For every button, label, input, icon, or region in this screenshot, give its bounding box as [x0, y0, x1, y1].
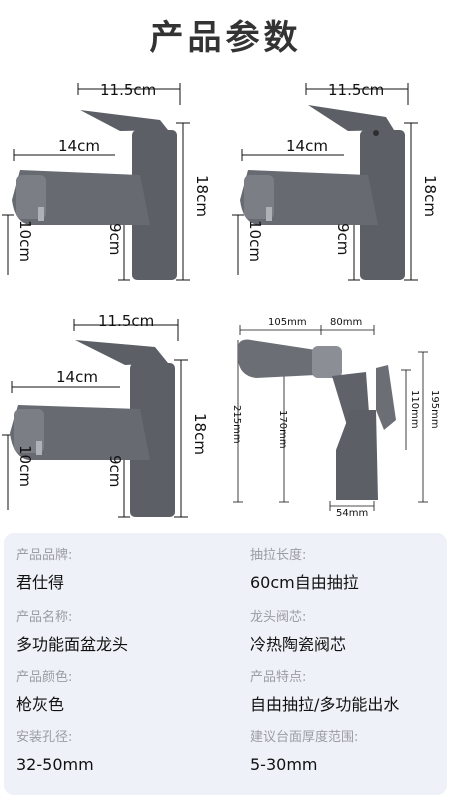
- dim-left-2: 10cm: [246, 220, 264, 262]
- faucet-drawing-1: [2, 83, 190, 281]
- faucet-diagram-1: 11.5cm 14cm 18cm 10cm 9cm: [0, 75, 225, 290]
- spec-label: 建议台面厚度范围:: [250, 730, 359, 745]
- faucet-diagram-3: 11.5cm 14cm 18cm 10cm 9cm: [0, 305, 225, 525]
- dim-height-3: 18cm: [191, 413, 209, 455]
- spec-counter-thickness: 建议台面厚度范围: 5-30mm: [250, 729, 451, 775]
- dim-body-3: 9cm: [106, 455, 124, 488]
- dim-spout-2: 14cm: [286, 137, 328, 155]
- dim-spout-1: 14cm: [58, 137, 100, 155]
- dim-neck-4: 80mm: [330, 317, 363, 328]
- dim-handle-height-4: 110mm: [409, 390, 420, 429]
- dim-left-3: 10cm: [16, 445, 34, 487]
- spec-value: 32-50mm: [16, 755, 94, 774]
- spec-panel: 产品品牌: 君仕得 抽拉长度: 60cm自由抽拉 产品名称: 多功能面盆龙头 龙…: [4, 533, 447, 795]
- spec-label: 产品特点:: [250, 670, 307, 685]
- dim-height-1: 18cm: [193, 175, 211, 217]
- spec-value: 60cm自由抽拉: [250, 573, 359, 592]
- dim-top-3: 11.5cm: [98, 312, 155, 330]
- spec-value: 冷热陶瓷阀芯: [250, 635, 347, 654]
- spec-value: 多功能面盆龙头: [16, 635, 129, 654]
- spec-label: 产品品牌:: [16, 548, 73, 563]
- spec-value: 枪灰色: [16, 695, 65, 714]
- faucet-drawing-2: [232, 83, 418, 281]
- dim-total-height-4: 215mm: [231, 405, 242, 444]
- dim-spout-4: 105mm: [268, 317, 307, 328]
- spec-value: 5-30mm: [250, 755, 318, 774]
- dim-right-height-4: 195mm: [429, 390, 440, 429]
- faucet-diagram-2: 11.5cm 14cm 18cm 10cm 9cm: [226, 75, 451, 290]
- spec-value: 自由抽拉/多功能出水: [250, 695, 400, 714]
- spec-label: 抽拉长度:: [250, 548, 307, 563]
- dim-body-2: 9cm: [334, 223, 352, 256]
- faucet-drawing-3: [2, 319, 188, 518]
- faucet-diagram-4: 105mm 80mm 215mm 170mm 110mm 195mm 54mm: [226, 310, 451, 525]
- dim-spout-3: 14cm: [56, 368, 98, 386]
- dim-base-4: 54mm: [336, 508, 369, 519]
- spec-value: 君仕得: [16, 573, 65, 592]
- spec-color: 产品颜色: 枪灰色: [16, 669, 231, 715]
- spec-valve: 龙头阀芯: 冷热陶瓷阀芯: [250, 609, 451, 655]
- dim-top-1: 11.5cm: [100, 81, 157, 99]
- spec-pull-length: 抽拉长度: 60cm自由抽拉: [250, 547, 451, 593]
- spec-label: 龙头阀芯:: [250, 610, 307, 625]
- faucet-drawing-4: [233, 325, 428, 511]
- spec-hole-size: 安装孔径: 32-50mm: [16, 729, 231, 775]
- spec-label: 产品颜色:: [16, 670, 73, 685]
- spec-label: 安装孔径:: [16, 730, 73, 745]
- spec-label: 产品名称:: [16, 610, 73, 625]
- dim-body-1: 9cm: [106, 223, 124, 256]
- dim-top-2: 11.5cm: [328, 81, 385, 99]
- spec-product-name: 产品名称: 多功能面盆龙头: [16, 609, 231, 655]
- dim-mid-height-4: 170mm: [277, 410, 288, 449]
- dim-height-2: 18cm: [421, 175, 439, 217]
- spec-brand: 产品品牌: 君仕得: [16, 547, 231, 593]
- dim-left-1: 10cm: [16, 220, 34, 262]
- page-title: 产品参数: [149, 18, 302, 58]
- spec-features: 产品特点: 自由抽拉/多功能出水: [250, 669, 451, 715]
